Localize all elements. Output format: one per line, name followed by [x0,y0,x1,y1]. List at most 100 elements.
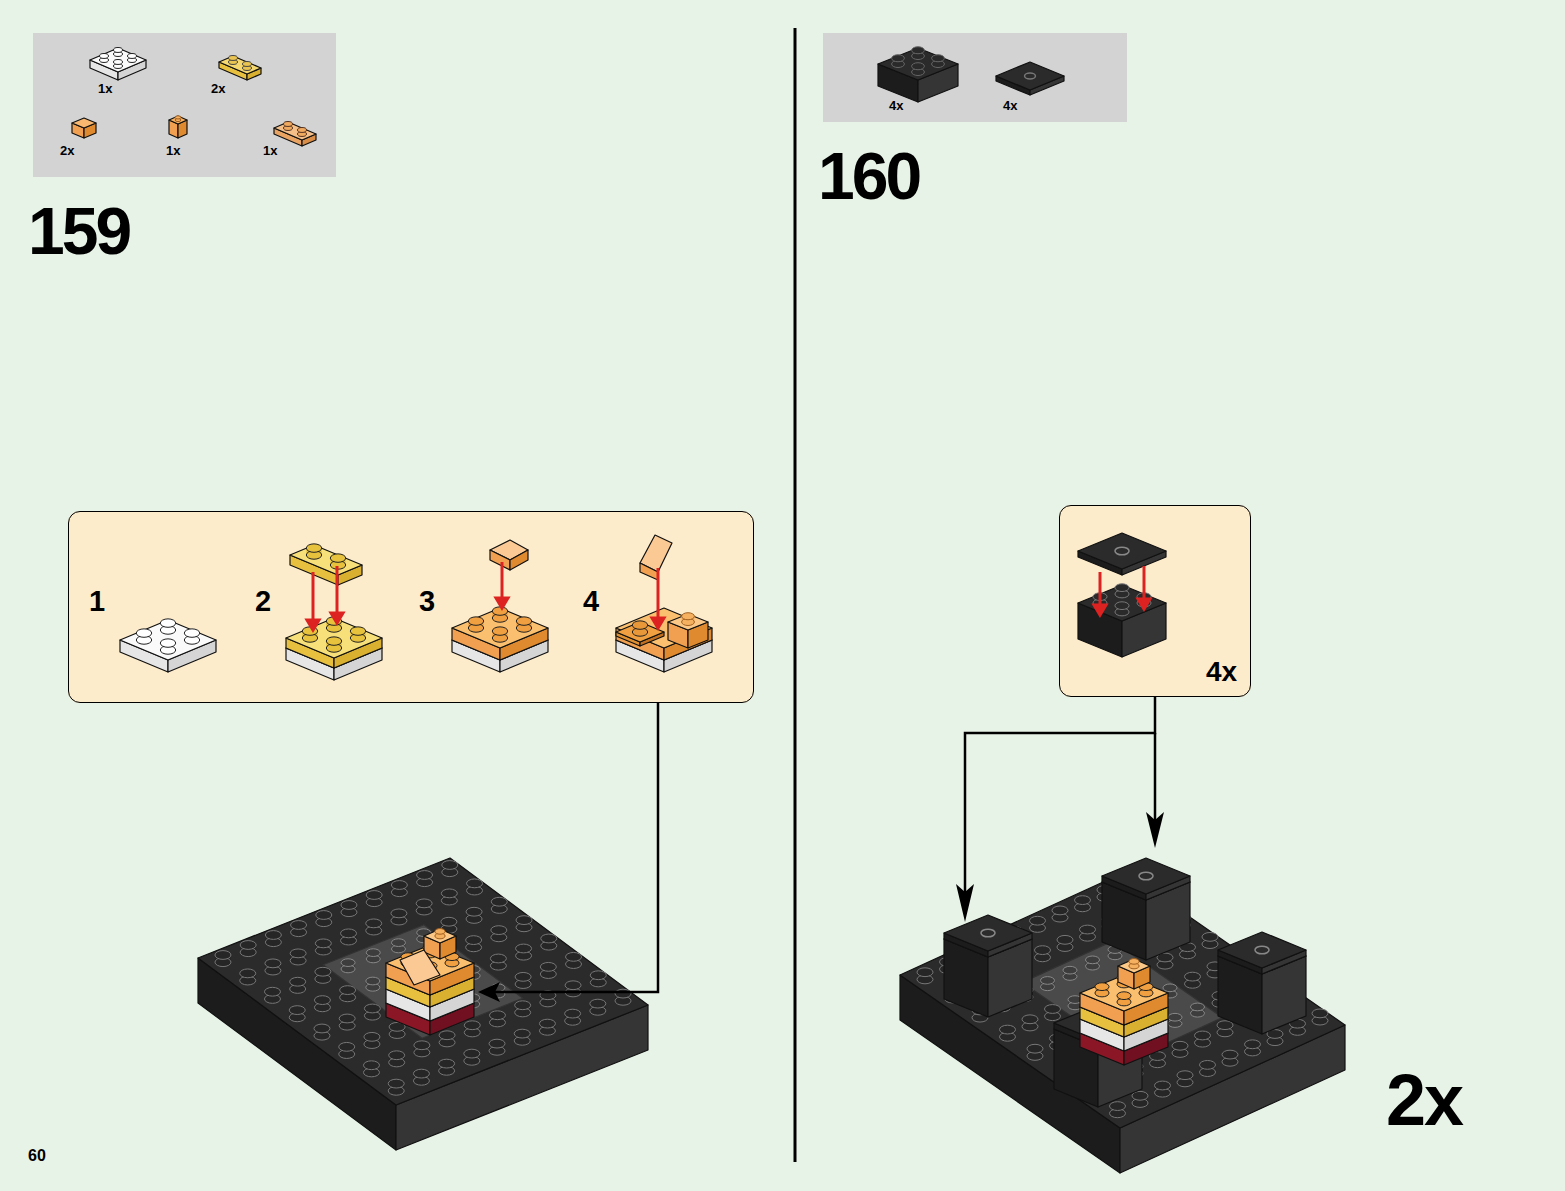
brick-shape [468,617,483,625]
brick-shape [1172,1041,1188,1050]
brick-shape [1000,1025,1016,1034]
brick-shape [1022,1015,1038,1024]
step-number: 159 [28,198,129,264]
brick-shape [339,1042,355,1051]
part-count: 2x [211,82,225,95]
brick-shape [981,929,995,937]
step-number: 3 [419,587,435,616]
brick-shape [464,1021,480,1030]
brick-shape [364,1032,380,1041]
brick-shape [364,1004,380,1013]
brick-shape [1115,584,1129,592]
brick-shape [114,48,123,53]
brick-shape [388,1079,404,1088]
brick-shape [1202,932,1218,941]
part-count: 1x [98,82,112,95]
brick-shape [464,1049,480,1058]
brick-shape [1115,602,1129,610]
brick-shape [516,916,532,925]
sub-assembly-callout: 4x [1059,505,1251,697]
brick-shape [441,917,457,926]
brick-shape [366,977,380,985]
brick-shape [240,969,256,978]
brick-shape [996,62,1064,90]
brick-shape [1163,984,1177,992]
brick-shape [424,929,456,943]
brick-shape [314,996,330,1005]
brick-shape [1155,1081,1171,1090]
brick-shape [932,55,945,62]
parts-box-bg [33,33,336,177]
brick-shape [492,607,507,615]
brick-shape [1185,972,1201,981]
brick-shape [366,891,382,900]
step-number: 2 [255,587,271,616]
brick-shape [400,950,440,985]
step-number: 1 [89,587,105,616]
brick-shape [1217,1021,1233,1030]
brick-shape [516,617,531,625]
brick-shape [314,1024,330,1033]
brick-shape [1086,956,1100,964]
brick-shape [391,939,405,947]
brick-shape [540,962,556,971]
brick-shape [243,62,252,67]
brick-shape [565,981,581,990]
brick-shape [439,1031,455,1040]
brick-shape [416,899,432,908]
brick-shape [315,939,331,948]
brick-shape [467,879,483,888]
brick-shape [160,639,175,647]
brick-shape [682,613,695,620]
brick-shape [1195,1031,1211,1040]
brick-shape [516,944,532,953]
brick-shape [1118,959,1150,973]
brick-shape [1078,533,1166,569]
brick-shape [917,968,933,977]
brick-shape [339,1014,355,1023]
brick-shape [490,550,510,570]
brick-shape [1222,1050,1238,1059]
part-count: 4x [889,99,903,112]
brick-shape [541,934,557,943]
brick-shape [1027,1044,1043,1053]
brick-shape [439,1059,455,1068]
brick-shape [72,118,96,128]
part-count: 1x [166,144,180,157]
brick-shape [315,967,331,976]
brick-shape [215,951,231,960]
brick-shape [491,926,507,935]
brick-shape [350,627,365,635]
part-count: 2x [60,144,74,157]
brick-shape [341,959,355,967]
brick-shape [128,54,137,59]
brick-shape [1052,906,1068,915]
brick-shape [590,971,606,980]
page-number: 60 [28,1148,46,1164]
brick-shape [1177,1071,1193,1080]
brick-shape [290,949,306,958]
brick-shape [615,989,631,998]
brick-shape [298,128,307,133]
part-count: 4x [1003,99,1017,112]
brick-shape [1030,916,1046,925]
brick-shape [114,60,123,65]
brick-shape [1139,872,1153,880]
brick-shape [184,629,199,637]
brick-shape [366,919,382,928]
brick-shape [1110,1102,1126,1111]
brick-shape [514,1029,530,1038]
brick-shape [1045,1005,1061,1014]
brick-shape [489,1011,505,1020]
page-divider [794,28,797,1162]
brick-shape [1041,977,1055,985]
brick-shape [413,1069,429,1078]
brick-shape [510,550,528,570]
brick-shape [590,999,606,1008]
brick-shape [1255,946,1269,954]
brick-shape [616,608,712,648]
brick-shape [900,872,1345,1128]
brick-shape [1102,858,1190,894]
brick-shape [316,911,332,920]
